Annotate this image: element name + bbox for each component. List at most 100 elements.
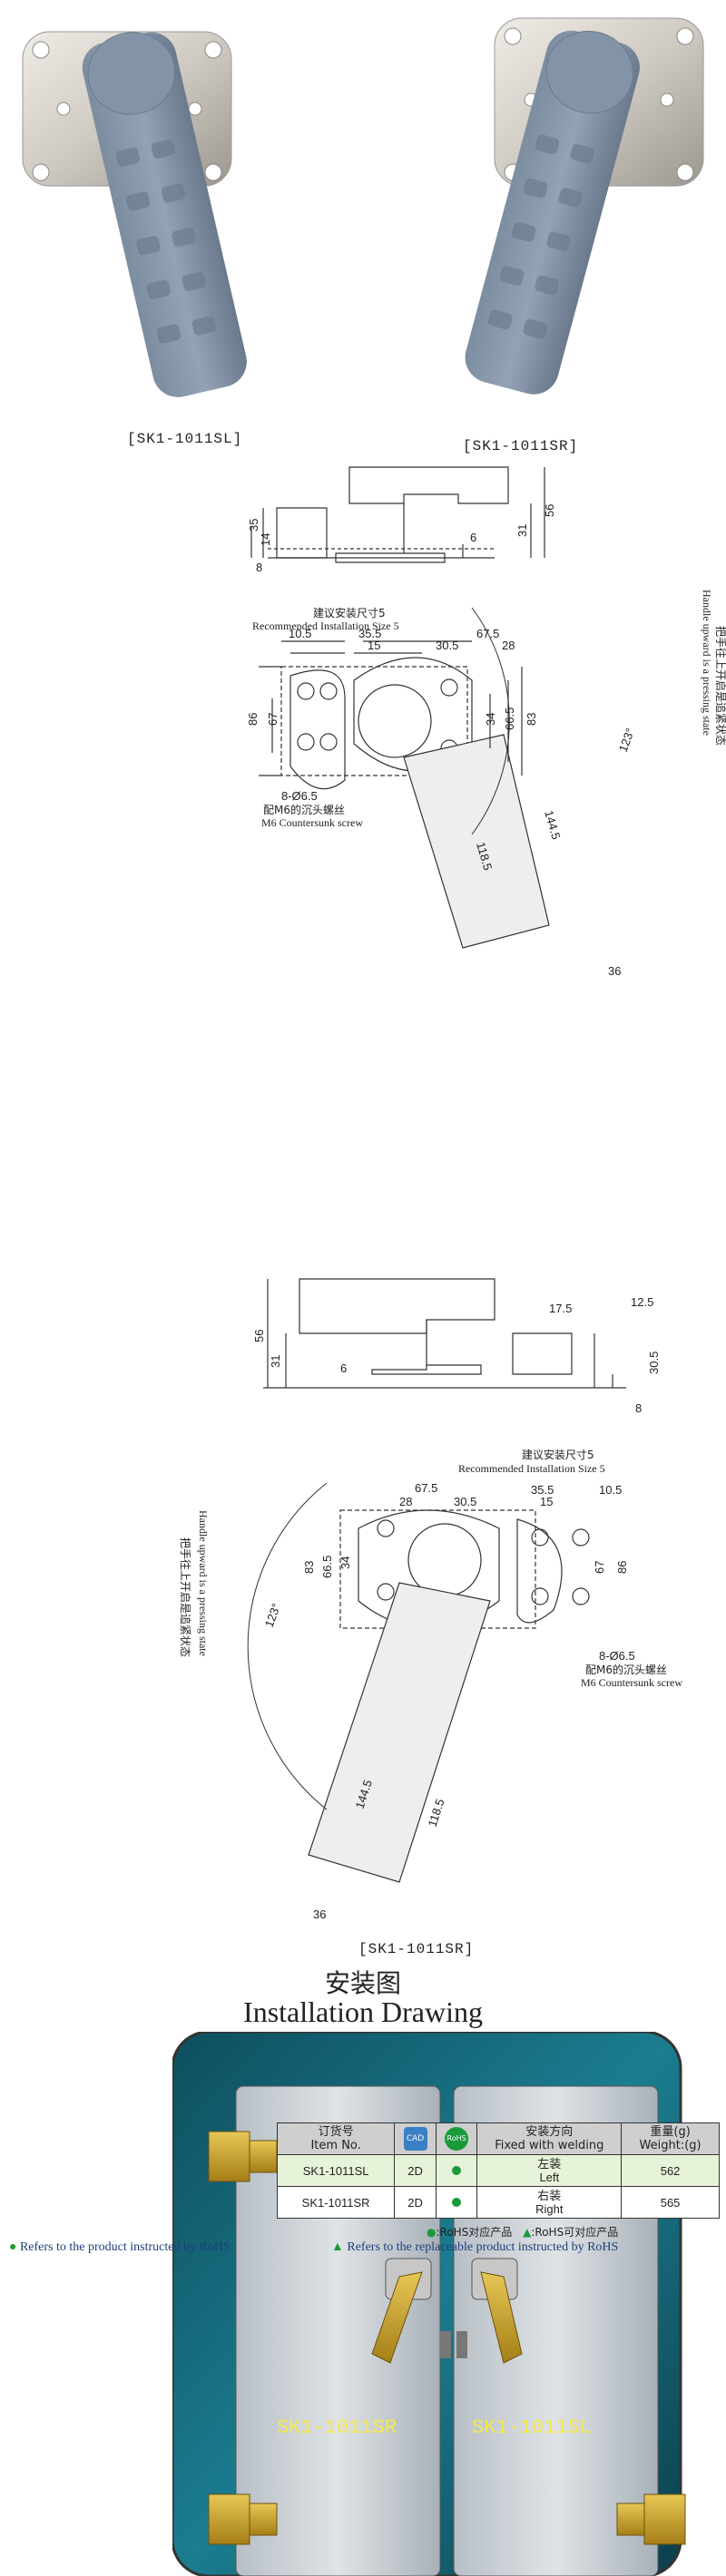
dim-14: 14 [259,533,272,546]
dim2-35-5: 35.5 [531,1483,554,1497]
dim-144-5: 144.5 [542,809,563,841]
cell-weight: 562 [621,2154,720,2187]
left-door-label: SK1-1011SR [277,2416,397,2439]
right-latch-photo [465,17,704,395]
dim2-12-5: 12.5 [631,1295,653,1309]
dim2-67-5: 67.5 [415,1481,437,1495]
recommend-en: Recommended Installation Size 5 [252,620,399,632]
dim2-36: 36 [313,1908,326,1921]
left-model-label: [SK1-1011SL] [127,431,243,447]
screw2-en: M6 Countersunk screw [581,1676,682,1689]
dim-35: 35 [247,519,260,532]
technical-drawing-1: 35 14 8 31 56 6 建议安装尺寸5 Recommended Inst… [246,466,726,978]
screw2-cn: 配M6的沉头螺丝 [585,1663,667,1676]
cell-weight: 565 [621,2186,720,2219]
dim-83: 83 [525,713,538,726]
dim-31: 31 [515,524,529,537]
right-door-label: SK1-1011SL [472,2416,592,2439]
dim2-30-5b: 30.5 [454,1495,476,1508]
handle2-note-cn: 把手往上开启是追紧状态 [179,1537,192,1657]
dim-86: 86 [246,713,260,726]
cell-rohs-dot-icon [435,2186,478,2219]
dim2-28: 28 [399,1495,412,1508]
cell-item: SK1-1011SR [276,2186,396,2219]
dim2-123: 123° [262,1602,283,1629]
side-view-1 [250,466,545,563]
handle2-note-en: Handle upward is a pressing state [197,1510,210,1656]
recommend2-en: Recommended Installation Size 5 [458,1462,605,1475]
dim2-86: 86 [615,1561,629,1574]
left-handle [82,32,247,397]
recommend-cn: 建议安装尺寸5 [313,606,386,620]
dim-30-5: 30.5 [436,639,458,652]
footer-triangle-icon: ▲ [331,2240,344,2254]
screw-en: M6 Countersunk screw [261,816,363,829]
dim2-83: 83 [302,1561,316,1574]
installation-drawing: SK1-1011SR SK1-1011SL [172,2032,686,2576]
dim2-34: 34 [338,1556,352,1569]
left-latch-photo [22,31,247,397]
dim-123: 123° [616,727,637,754]
screw2-spec: 8-Ø6.5 [599,1649,635,1663]
dim-67: 67 [266,713,280,726]
dim-10-5: 10.5 [289,627,311,640]
dim2-31: 31 [269,1355,282,1368]
install-title-en: Installation Drawing [243,1995,483,2028]
dim-56: 56 [543,504,556,517]
dim-15: 15 [368,639,380,652]
dim2-17-5: 17.5 [549,1302,572,1315]
dim2-66-5: 66.5 [320,1556,334,1578]
footer-rohs: ● Refers to the product instructed by Ro… [9,2240,231,2254]
dim-35-5: 35.5 [358,627,381,640]
dim-34: 34 [484,713,497,726]
rohs-triangle-icon: ▲ [523,2226,532,2239]
rohs-legend: ●:RoHS对应产品 ▲:RoHS可对应产品 [427,2226,619,2239]
cell-cad: 2D [394,2186,437,2219]
dim2-67: 67 [593,1561,606,1574]
dim-66-5: 66.5 [503,707,516,730]
right-model-label: [SK1-1011SR] [463,438,579,454]
dim2-8: 8 [635,1401,642,1415]
dim2-118-5: 118.5 [426,1797,447,1829]
dim2-56: 56 [252,1330,266,1342]
install-title-cn: 安装图 [324,1968,401,1998]
top-view-2 [247,1482,590,1883]
rohs-dot-icon: ● [427,2226,437,2239]
footer-dot-icon: ● [9,2240,17,2254]
recommend2-cn: 建议安装尺寸5 [522,1448,594,1461]
dim2-6: 6 [340,1361,347,1375]
hinge-icon-left-top [208,2131,278,2182]
product-photos [22,17,704,397]
footer-rohs-repl: ▲ Refers to the replaceable product inst… [331,2240,619,2254]
dim-67-5: 67.5 [476,627,499,640]
handle-note-cn: 把手往上开启是追紧状态 [714,626,726,746]
dim2-10-5: 10.5 [599,1483,622,1497]
technical-drawing-2: 56 31 6 17.5 12.5 30.5 8 建议安装尺寸5 Recomme… [179,1278,682,1921]
header-rohs-icon: RoHS [435,2122,478,2155]
dim2-30-5: 30.5 [647,1351,661,1374]
dim-6: 6 [470,531,476,544]
right-handle [465,30,640,395]
header-cad-icon: CAD [394,2122,437,2155]
dim-8: 8 [256,561,262,574]
dim2-15: 15 [540,1495,553,1508]
handle-note-en: Handle upward is a pressing state [701,590,713,736]
dim-36: 36 [608,964,621,978]
side-view-2 [263,1278,626,1389]
header-weight: 重量(g)Weight:(g) [621,2122,720,2155]
bottom-model-label: [SK1-1011SR] [358,1941,475,1957]
top-view-1 [259,607,550,949]
cell-item: SK1-1011SL [276,2154,396,2187]
screw-spec: 8-Ø6.5 [281,789,318,803]
cell-rohs-dot-icon [435,2154,478,2187]
dim-28: 28 [502,639,515,652]
screw-cn: 配M6的沉头螺丝 [263,803,345,816]
